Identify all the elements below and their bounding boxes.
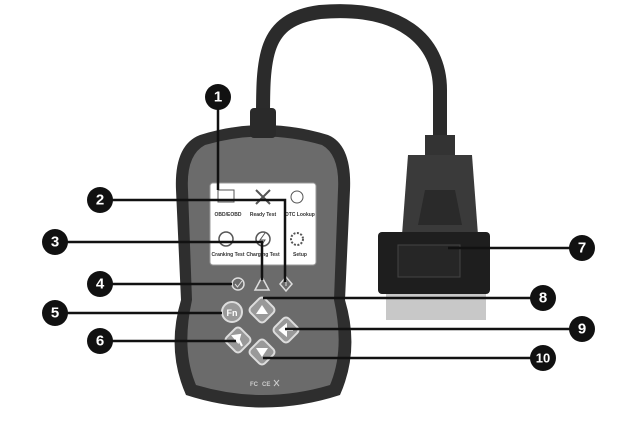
menu-label: Setup: [293, 252, 307, 258]
svg-text:2: 2: [96, 192, 104, 209]
screen: OBD/EOBD Ready Test DTC Lookup Cranking …: [209, 182, 317, 266]
menu-label: Ready Test: [250, 212, 277, 218]
down-arrow-icon: [256, 348, 268, 357]
svg-text:9: 9: [578, 321, 586, 338]
svg-text:7: 7: [578, 240, 586, 257]
svg-text:6: 6: [96, 333, 104, 350]
callout-7: 7: [569, 235, 595, 261]
callout-6: 6: [87, 328, 113, 354]
callout-2: 2: [87, 187, 113, 213]
menu-dtc-lookup[interactable]: DTC Lookup: [285, 190, 315, 218]
svg-text:3: 3: [51, 234, 59, 251]
up-arrow-icon: [256, 305, 268, 314]
svg-text:8: 8: [539, 290, 547, 307]
svg-text:1: 1: [214, 89, 222, 106]
callout-1: 1: [205, 84, 231, 110]
back-button[interactable]: [224, 326, 252, 354]
callout-8: 8: [530, 285, 556, 311]
up-button[interactable]: [248, 296, 276, 324]
svg-text:10: 10: [536, 351, 550, 366]
menu-label: DTC Lookup: [285, 212, 315, 218]
weee-icon: [273, 379, 280, 387]
ce-mark: CE: [262, 382, 270, 388]
menu-label: OBD/EOBD: [215, 212, 242, 218]
menu-label: Cranking Test: [212, 252, 245, 258]
callout-9: 9: [569, 316, 595, 342]
obd-connector: [378, 135, 490, 320]
fcc-mark: FC: [250, 382, 259, 388]
fn-button[interactable]: Fn: [221, 301, 243, 323]
menu-cranking-test[interactable]: Cranking Test: [212, 231, 245, 258]
menu-setup[interactable]: Setup: [290, 232, 307, 258]
svg-text:4: 4: [96, 276, 105, 293]
callout-4: 4: [87, 271, 113, 297]
callout-5: 5: [42, 300, 68, 326]
svg-text:5: 5: [51, 305, 59, 322]
leader-lines: [55, 97, 582, 360]
menu-obd-eobd[interactable]: OBD/EOBD: [215, 189, 242, 218]
menu-ready-test[interactable]: Ready Test: [250, 189, 277, 218]
callout-10: 10: [530, 345, 556, 371]
fn-label: Fn: [227, 308, 238, 318]
warning-led-icon: [253, 275, 271, 291]
back-arrow-icon: [231, 333, 243, 347]
cable: [255, 4, 447, 150]
callout-3: 3: [42, 229, 68, 255]
